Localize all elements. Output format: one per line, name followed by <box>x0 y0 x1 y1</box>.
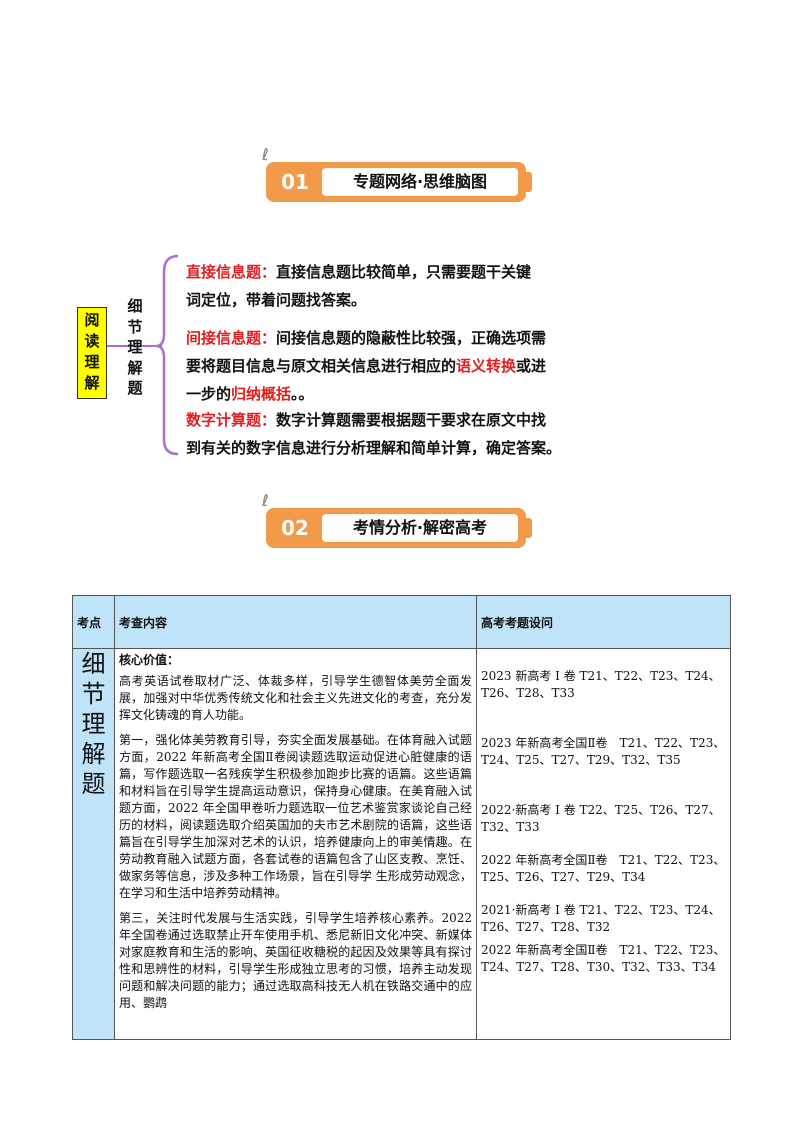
section-number: 02 <box>281 516 309 540</box>
section-number: 01 <box>281 170 309 194</box>
mindmap-root: 阅读理解 <box>77 307 107 399</box>
item-emphasis: 语义转换 <box>456 357 517 375</box>
item-heading: 间接信息题： <box>186 329 277 347</box>
section-banner-2: ℓ 02 考情分析·解密高考 <box>262 492 534 554</box>
item-heading: 直接信息题： <box>186 263 277 281</box>
item-text: 词定位，带着问题找答案。 <box>186 291 367 309</box>
paperclip-icon: ℓ <box>262 491 269 510</box>
questions-cell: 2023 新高考 I 卷 T21、T22、T23、T24、T26、T28、T33… <box>476 648 731 1040</box>
item-text: 到有关的数字信息进行分析理解和简单计算，确定答案。 <box>186 439 562 457</box>
mindmap-root-label: 阅读理解 <box>84 311 100 392</box>
question-entry: 2021·新高考 I 卷 T21、T22、T23、T24、T26、T27、T28… <box>481 903 721 934</box>
mindmap-connector <box>107 254 179 456</box>
item-text: 。。 <box>291 385 314 403</box>
topic-cell: 细节理解题 <box>72 648 115 1040</box>
item-text: 直接信息题比较简单，只需要题干关键 <box>276 263 532 281</box>
question-entry: 2023 新高考 I 卷 T21、T22、T23、T24、T26、T28、T33 <box>481 669 721 700</box>
question-entry: 2023 年新高考全国Ⅱ卷 T21、T22、T23、T24、T25、T27、T2… <box>481 736 726 767</box>
question-entry: 2022·新高考 I 卷 T22、T25、T26、T27、T32、T33 <box>481 803 721 834</box>
table-row: 细节理解题 核心价值： 高考英语试卷取材广泛、体裁多样，引导学生德智体美劳全面发… <box>72 648 731 1040</box>
content-paragraph: 高考英语试卷取材广泛、体裁多样，引导学生德智体美劳全面发展，加强对中华优秀传统文… <box>119 674 472 722</box>
section-title: 考情分析·解密高考 <box>322 514 518 542</box>
item-emphasis: 归纳概括 <box>231 385 292 403</box>
section-title: 专题网络·思维脑图 <box>322 168 518 196</box>
mindmap-item-number: 数字计算题：数字计算题需要根据题干要求在原文中找 到有关的数字信息进行分析理解和… <box>186 406 666 462</box>
question-entry: 2022 年新高考全国Ⅱ卷 T21、T22、T23、T25、T26、T27、T2… <box>481 853 726 884</box>
content-cell: 核心价值： 高考英语试卷取材广泛、体裁多样，引导学生德智体美劳全面发展，加强对中… <box>114 648 477 1040</box>
col-header-questions: 高考考题设问 <box>476 595 731 649</box>
item-heading: 数字计算题： <box>186 411 277 429</box>
content-paragraph: 第一，强化体美劳教育引导，夯实全面发展基础。在体育融入试题方面，2022 年新高… <box>119 733 472 900</box>
mindmap-item-direct: 直接信息题：直接信息题比较简单，只需要题干关键 词定位，带着问题找答案。 <box>186 258 666 314</box>
item-text: 数字计算题需要根据题干要求在原文中找 <box>276 411 547 429</box>
col-header-topic: 考点 <box>72 595 115 649</box>
section-banner-1: ℓ 01 专题网络·思维脑图 <box>262 146 534 208</box>
mindmap-item-indirect: 间接信息题：间接信息题的隐蔽性比较强，正确选项需 要将题目信息与原文相关信息进行… <box>186 324 666 408</box>
item-text: 要将题目信息与原文相关信息进行相应的 <box>186 357 457 375</box>
mindmap-branch-label: 细节理解题 <box>127 297 143 397</box>
question-entry: 2022 年新高考全国Ⅱ卷 T21、T22、T23、T24、T27、T28、T3… <box>481 943 726 974</box>
paperclip-icon: ℓ <box>262 145 269 164</box>
item-text: 间接信息题的隐蔽性比较强，正确选项需 <box>276 329 547 347</box>
content-heading: 核心价值： <box>119 653 180 667</box>
mindmap-branch: 细节理解题 <box>122 296 148 399</box>
exam-analysis-table: 考点 考查内容 高考考题设问 细节理解题 核心价值： 高考英语试卷取材广泛、体裁… <box>72 595 731 1040</box>
table-header-row: 考点 考查内容 高考考题设问 <box>72 595 731 649</box>
content-paragraph: 第三，关注时代发展与生活实践，引导学生培养核心素养。2022 年全国卷通过选取禁… <box>119 911 472 1010</box>
item-text: 一步的 <box>186 385 232 403</box>
col-header-content: 考查内容 <box>114 595 477 649</box>
topic-label: 细节理解题 <box>81 650 106 798</box>
item-text: 或进 <box>516 357 547 375</box>
